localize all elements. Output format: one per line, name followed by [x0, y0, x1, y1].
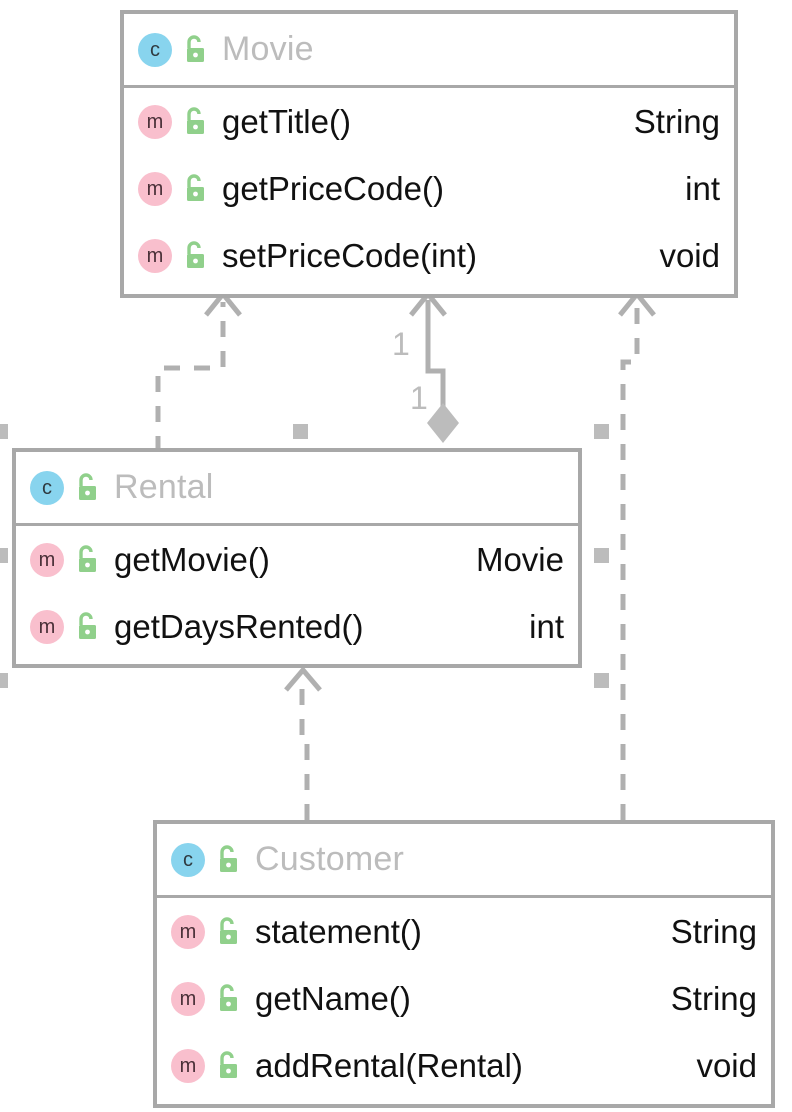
- class-name-movie: Movie: [222, 30, 314, 68]
- member-type: Movie: [475, 540, 564, 578]
- unlocked-padlock-icon: [182, 34, 208, 65]
- method-icon: m: [30, 542, 64, 577]
- member-type: void: [659, 236, 720, 274]
- multiplicity-label-target: 1: [410, 380, 428, 416]
- unlocked-padlock-icon: [182, 240, 208, 271]
- method-icon: m: [138, 104, 172, 139]
- connector-customer-uses-movie: [618, 290, 656, 820]
- selection-handle-bottom-left[interactable]: [0, 673, 8, 688]
- unlocked-padlock-icon: [215, 983, 241, 1014]
- member-list-movie: m getTitle() String m: [124, 88, 734, 289]
- selection-handle-bottom-right[interactable]: [594, 673, 609, 688]
- unlocked-padlock-icon: [74, 544, 100, 575]
- method-icon: m: [138, 238, 172, 273]
- member-name: getMovie(): [114, 540, 270, 578]
- member-name: getDaysRented(): [114, 607, 364, 645]
- member-name: getPriceCode(): [222, 169, 444, 207]
- member-type: String: [670, 912, 757, 950]
- member-name: addRental(Rental): [255, 1046, 523, 1084]
- member-row[interactable]: m getName() String: [171, 965, 757, 1032]
- member-name: statement(): [255, 912, 422, 950]
- selection-handle-top-right[interactable]: [594, 424, 609, 439]
- member-name: getTitle(): [222, 102, 351, 140]
- method-icon: m: [171, 981, 205, 1016]
- selection-handle-top-center[interactable]: [293, 424, 308, 439]
- class-icon: c: [30, 470, 64, 505]
- class-box-customer[interactable]: c Customer m stat: [153, 820, 775, 1108]
- composition-diamond: [427, 403, 459, 443]
- unlocked-padlock-icon: [215, 1050, 241, 1081]
- class-icon: c: [171, 842, 205, 877]
- connector-rental-composition-movie: [409, 290, 459, 443]
- unlocked-padlock-icon: [74, 611, 100, 642]
- member-row[interactable]: m addRental(Rental) void: [171, 1032, 757, 1099]
- member-type: int: [529, 607, 564, 645]
- method-icon: m: [138, 171, 172, 206]
- member-type: String: [670, 979, 757, 1017]
- unlocked-padlock-icon: [74, 472, 100, 503]
- class-name-rental: Rental: [114, 468, 214, 506]
- member-row[interactable]: m getDaysRented() int: [30, 593, 564, 660]
- class-name-customer: Customer: [255, 840, 404, 878]
- connector-customer-uses-rental: [284, 666, 322, 820]
- member-list-customer: m statement() String m: [157, 898, 771, 1099]
- member-name: setPriceCode(int): [222, 236, 477, 274]
- member-row[interactable]: m setPriceCode(int) void: [138, 222, 720, 289]
- member-type: void: [696, 1046, 757, 1084]
- class-header-customer[interactable]: c Customer: [157, 824, 771, 898]
- class-header-rental[interactable]: c Rental: [16, 452, 578, 526]
- selection-handle-top-left[interactable]: [0, 424, 8, 439]
- member-row[interactable]: m getTitle() String: [138, 88, 720, 155]
- unlocked-padlock-icon: [215, 916, 241, 947]
- multiplicity-label-source: 1: [392, 326, 410, 362]
- member-type: int: [685, 169, 720, 207]
- class-box-movie[interactable]: c Movie m getTitl: [120, 10, 738, 298]
- member-row[interactable]: m getMovie() Movie: [30, 526, 564, 593]
- class-box-rental[interactable]: c Rental m getMov: [12, 448, 582, 668]
- member-name: getName(): [255, 979, 411, 1017]
- connector-rental-uses-movie: [155, 290, 242, 452]
- class-header-movie[interactable]: c Movie: [124, 14, 734, 88]
- member-type: String: [633, 102, 720, 140]
- method-icon: m: [30, 609, 64, 644]
- member-row[interactable]: m statement() String: [171, 898, 757, 965]
- selection-handle-mid-left[interactable]: [0, 548, 8, 563]
- unlocked-padlock-icon: [215, 844, 241, 875]
- member-row[interactable]: m getPriceCode() int: [138, 155, 720, 222]
- method-icon: m: [171, 914, 205, 949]
- selection-handle-mid-right[interactable]: [594, 548, 609, 563]
- unlocked-padlock-icon: [182, 106, 208, 137]
- class-icon: c: [138, 32, 172, 67]
- unlocked-padlock-icon: [182, 173, 208, 204]
- method-icon: m: [171, 1048, 205, 1083]
- member-list-rental: m getMovie() Movie m: [16, 526, 578, 660]
